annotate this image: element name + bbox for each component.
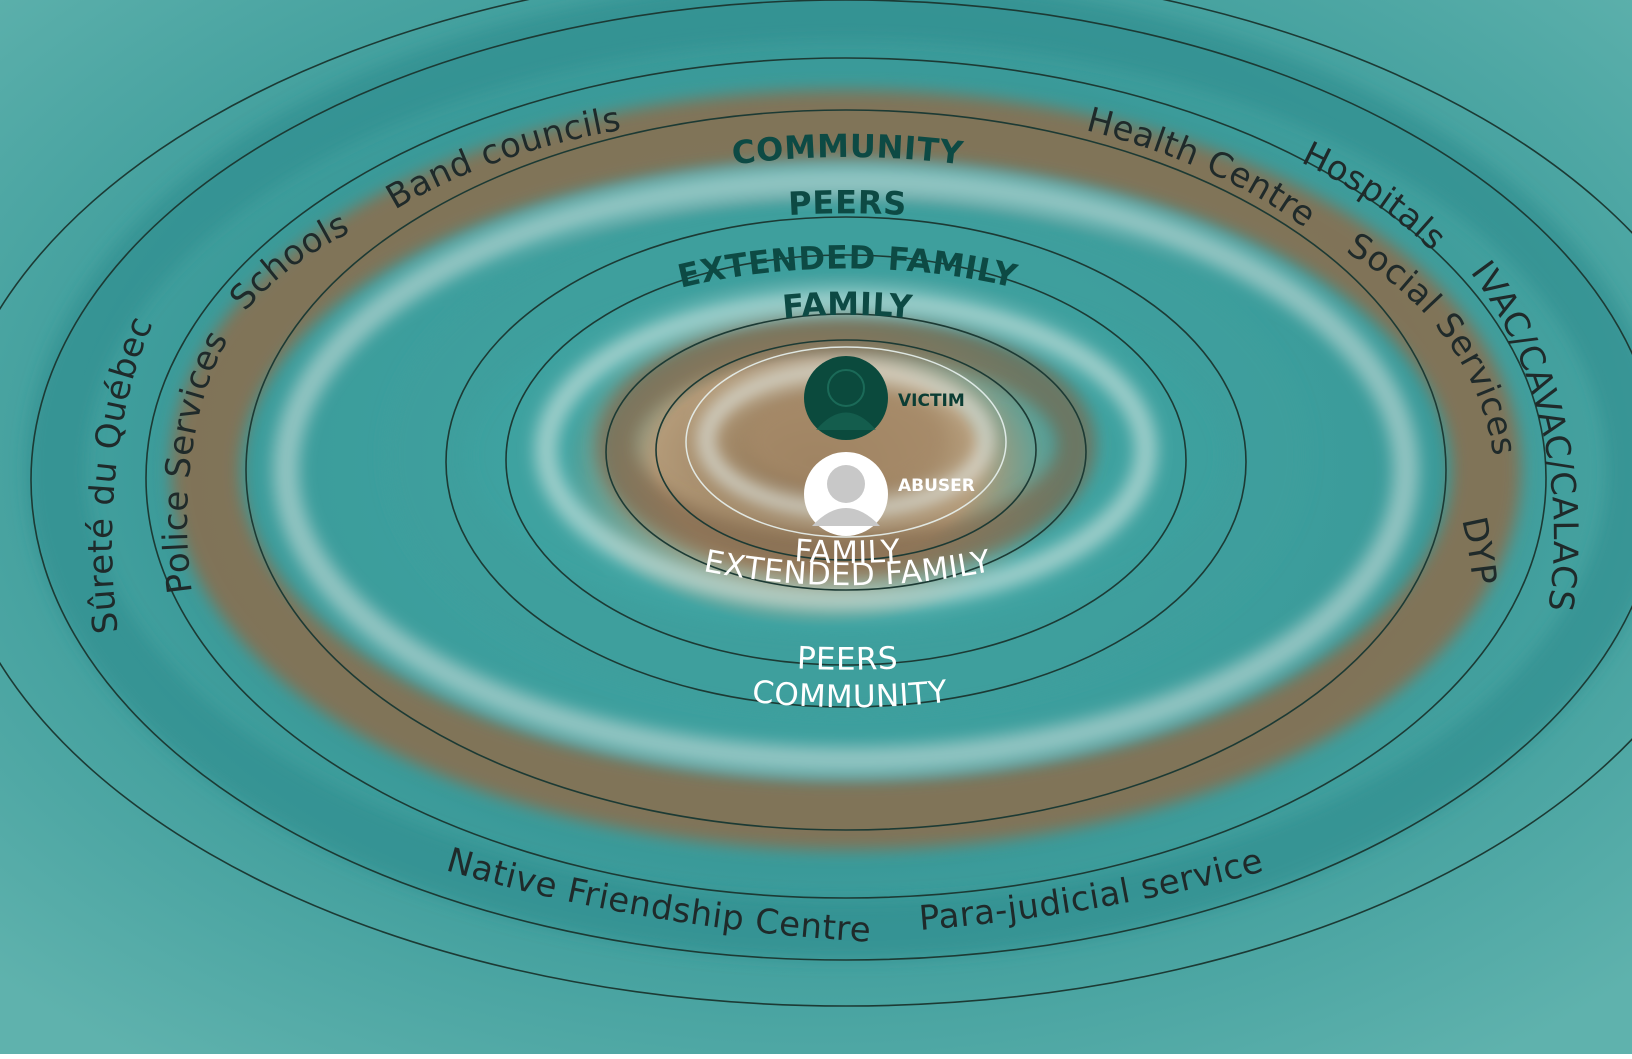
ring-label-community-upper: COMMUNITY xyxy=(730,127,966,173)
victim-label: VICTIM xyxy=(898,391,965,411)
ring-lines xyxy=(0,0,1632,1007)
abuser-person-icon xyxy=(804,452,888,536)
ring-label-family-lower: FAMILY xyxy=(793,533,901,571)
victim-person-icon xyxy=(804,356,888,440)
ring-label-peers-lower: PEERS xyxy=(796,640,898,677)
abuser-label: ABUSER xyxy=(898,476,975,496)
ring-label-family-upper: FAMILY xyxy=(781,285,915,326)
inner-ring-light xyxy=(685,346,1007,538)
ring-label-community-lower: COMMUNITY xyxy=(751,674,950,715)
ring-label-peers-upper: PEERS xyxy=(787,183,907,223)
